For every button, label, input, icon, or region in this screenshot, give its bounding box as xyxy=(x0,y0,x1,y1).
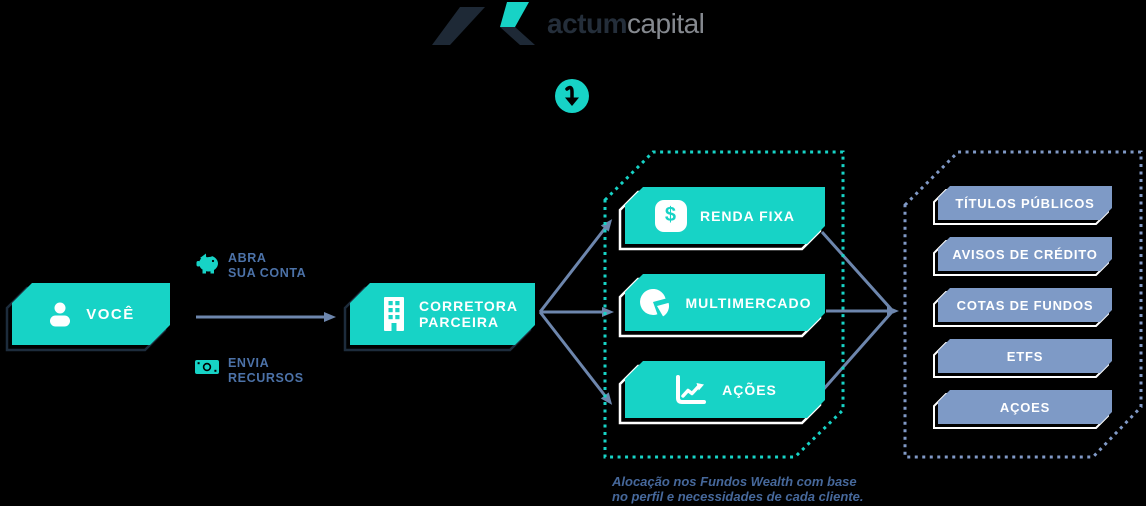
node-asset-avisos-de-credito: AVISOS DE CRÉDITO xyxy=(933,237,1112,276)
node-asset-acoes: AÇOES xyxy=(933,390,1112,429)
node-broker-label-line2: PARCEIRA xyxy=(419,314,500,330)
fund-label: RENDA FIXA xyxy=(699,207,796,224)
assets-group-dashed-border xyxy=(903,150,1143,459)
logo-text-light: capital xyxy=(626,8,705,39)
logo-wordmark: actumcapital xyxy=(547,8,705,39)
banknote-icon xyxy=(195,360,219,374)
node-asset-titulos-publicos: TÍTULOS PÚBLICOS xyxy=(933,186,1112,225)
node-fund-acoes: AÇÕES xyxy=(618,361,825,425)
node-asset-cotas-de-fundos: COTAS DE FUNDOS xyxy=(933,288,1112,327)
node-fund-multimercado: MULTIMERCADO xyxy=(618,274,825,338)
funds-group-dashed-border xyxy=(603,150,845,459)
node-fund-renda-fixa: $ RENDA FIXA xyxy=(618,187,825,251)
edge-label-open-account: ABRA SUA CONTA xyxy=(228,251,307,280)
fund-label: MULTIMERCADO xyxy=(685,294,812,311)
building-icon xyxy=(384,297,404,331)
down-arrow-icon xyxy=(555,79,589,113)
line-chart-icon xyxy=(676,374,707,404)
fund-label: AÇÕES xyxy=(722,381,777,398)
asset-label: TÍTULOS PÚBLICOS xyxy=(955,195,1095,211)
arrows-broker-to-funds xyxy=(538,219,614,405)
edge-label-send-funds: ENVIA RECURSOS xyxy=(228,356,304,385)
arrows-funds-to-assets xyxy=(820,230,899,392)
pie-chart-icon xyxy=(640,288,670,316)
actum-logo-icon xyxy=(432,2,535,45)
allocation-caption: Alocação nos Fundos Wealth com base no p… xyxy=(612,474,864,504)
node-you: VOCÊ xyxy=(5,283,170,352)
asset-label: AÇOES xyxy=(999,399,1051,415)
dollar-icon: $ xyxy=(654,199,687,232)
asset-label: AVISOS DE CRÉDITO xyxy=(952,246,1098,262)
node-broker-label-line1: CORRETORA xyxy=(419,298,518,314)
asset-label: ETFS xyxy=(1006,348,1044,364)
asset-label: COTAS DE FUNDOS xyxy=(956,297,1094,313)
person-icon xyxy=(50,302,71,327)
node-broker: CORRETORA PARCEIRA xyxy=(343,283,535,352)
logo-text-bold: actum xyxy=(547,8,627,39)
node-you-label: VOCÊ xyxy=(86,305,135,323)
piggy-bank-icon xyxy=(196,253,218,274)
node-asset-etfs: ETFS xyxy=(933,339,1112,378)
